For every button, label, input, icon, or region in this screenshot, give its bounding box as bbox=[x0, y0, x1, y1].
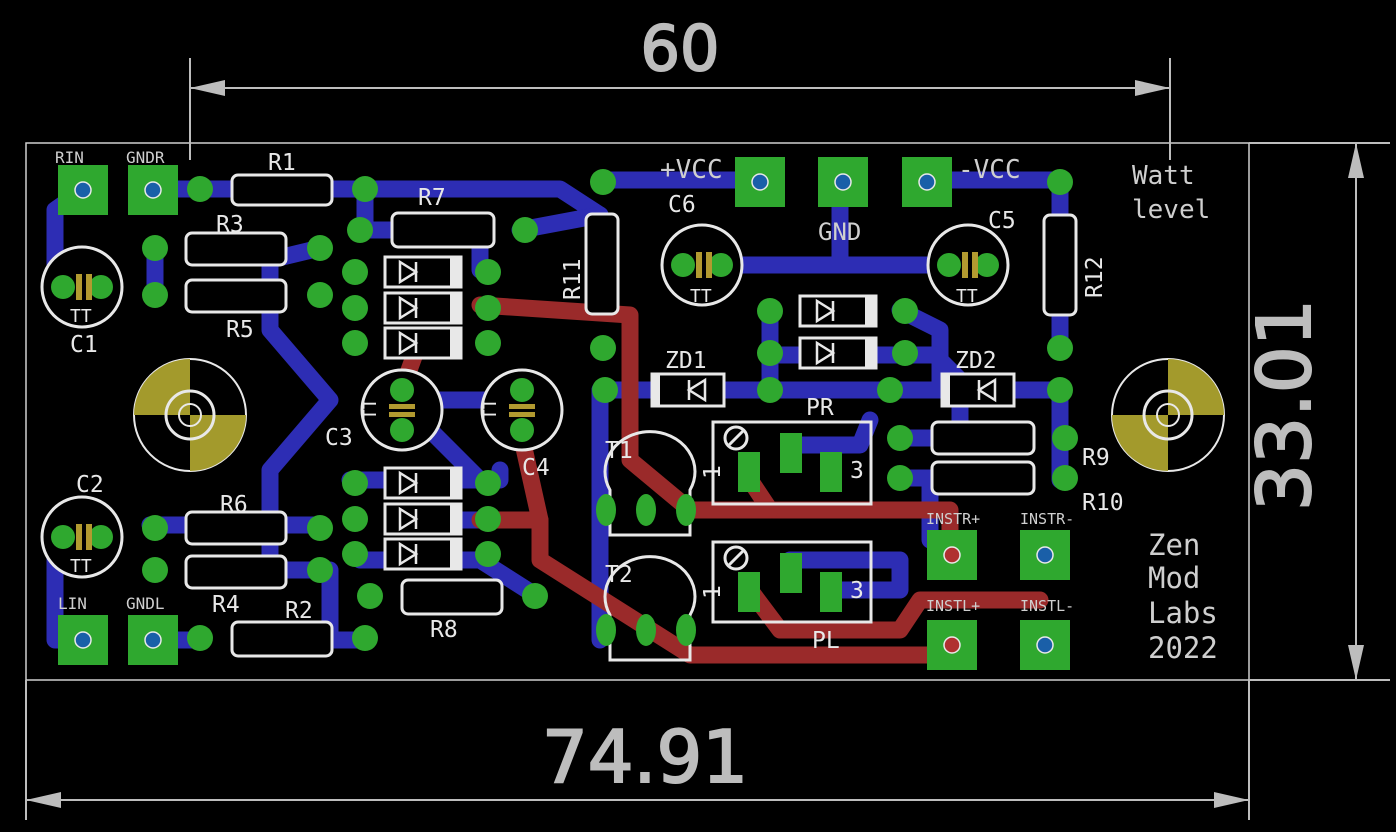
label-c6: C6 bbox=[668, 192, 696, 218]
transistor-outlines bbox=[603, 430, 697, 662]
label-vcc-neg: -VCC bbox=[958, 155, 1021, 185]
label-r12: R12 bbox=[1082, 256, 1108, 298]
label-gndr: GNDR bbox=[126, 148, 165, 167]
pads bbox=[51, 157, 1078, 670]
dimension-lines bbox=[25, 58, 1390, 820]
label-r1: R1 bbox=[268, 150, 296, 176]
label-r7: R7 bbox=[418, 185, 446, 211]
label-pl-pin1: 1 bbox=[700, 585, 726, 599]
mounting-hole-right bbox=[1111, 358, 1225, 472]
label-instr-pos: INSTR+ bbox=[926, 510, 980, 528]
dimension-top: 60 bbox=[641, 12, 720, 85]
capacitor-polarity bbox=[76, 252, 978, 550]
label-c3: C3 bbox=[325, 425, 353, 451]
pad-drills-red bbox=[943, 546, 961, 654]
diode-symbols bbox=[398, 259, 997, 567]
brand-labs: Labs bbox=[1148, 596, 1218, 630]
label-r8: R8 bbox=[430, 617, 458, 643]
label-c1: C1 bbox=[70, 332, 98, 358]
label-pr-pin3: 3 bbox=[850, 458, 864, 484]
svg-text:TT: TT bbox=[690, 286, 712, 307]
svg-text:TT: TT bbox=[480, 398, 501, 420]
dimension-right: 33.01 bbox=[1242, 299, 1328, 511]
label-r6: R6 bbox=[220, 492, 248, 518]
label-c4: C4 bbox=[522, 455, 550, 481]
brand-watt: Watt bbox=[1132, 161, 1195, 191]
label-pl: PL bbox=[812, 628, 840, 654]
mounting-hole-left bbox=[133, 358, 247, 472]
trimmer-outlines bbox=[711, 420, 873, 624]
svg-text:TT: TT bbox=[70, 306, 92, 327]
brand-mod: Mod bbox=[1148, 561, 1200, 595]
brand-zen: Zen bbox=[1148, 528, 1200, 562]
brand-year: 2022 bbox=[1148, 631, 1218, 665]
label-t1: T1 bbox=[605, 438, 633, 464]
svg-text:TT: TT bbox=[70, 556, 92, 577]
designators: R1 R3 R5 R7 R6 R4 R2 R8 R9 R10 R11 R12 C… bbox=[70, 150, 1124, 654]
label-instl-pos: INSTL+ bbox=[926, 597, 980, 615]
label-r10: R10 bbox=[1082, 490, 1124, 516]
label-pr-pin1: 1 bbox=[700, 465, 726, 479]
label-zd1: ZD1 bbox=[665, 348, 707, 374]
resistor-bodies bbox=[184, 173, 1078, 658]
svg-text:TT: TT bbox=[956, 286, 978, 307]
label-rin: RIN bbox=[55, 148, 84, 167]
brand-level: level bbox=[1132, 195, 1210, 225]
pad-drills bbox=[74, 173, 1054, 654]
label-vcc-pos: +VCC bbox=[660, 155, 723, 185]
cap-tt-marks: TT TT TT TT TT TT bbox=[70, 286, 978, 577]
label-r2: R2 bbox=[285, 598, 313, 624]
label-r11: R11 bbox=[560, 258, 586, 300]
label-instl-neg: INSTL- bbox=[1020, 597, 1074, 615]
label-t2: T2 bbox=[605, 562, 633, 588]
label-gndl: GNDL bbox=[126, 594, 165, 613]
label-pr: PR bbox=[806, 395, 834, 421]
dimension-bottom: 74.91 bbox=[542, 715, 748, 799]
svg-text:TT: TT bbox=[360, 398, 381, 420]
label-r3: R3 bbox=[216, 212, 244, 238]
label-c5: C5 bbox=[988, 208, 1016, 234]
label-c2: C2 bbox=[76, 472, 104, 498]
label-r9: R9 bbox=[1082, 445, 1110, 471]
label-gnd: GND bbox=[818, 218, 861, 246]
diode-bands bbox=[450, 257, 950, 569]
label-lin: LIN bbox=[58, 594, 87, 613]
label-zd2: ZD2 bbox=[955, 348, 997, 374]
label-r5: R5 bbox=[226, 317, 254, 343]
label-pl-pin3: 3 bbox=[850, 578, 864, 604]
label-r4: R4 bbox=[212, 592, 240, 618]
board-outline bbox=[25, 142, 1250, 681]
label-instr-neg: INSTR- bbox=[1020, 510, 1074, 528]
